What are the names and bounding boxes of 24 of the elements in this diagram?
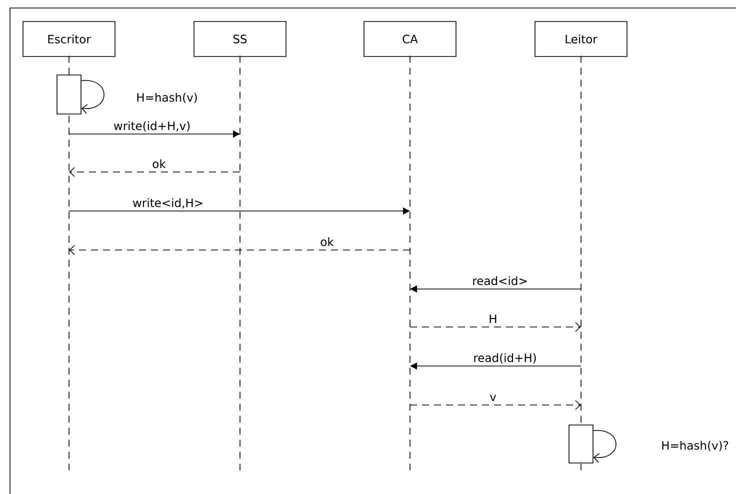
- participant-box: SS: [194, 21, 286, 57]
- activation-box: [568, 424, 594, 464]
- edge-label: H=hash(v)?: [660, 440, 730, 452]
- participant-box: CA: [364, 21, 456, 57]
- edge-label: H: [488, 314, 498, 324]
- lifeline: [580, 55, 582, 471]
- participant-box: Leitor: [534, 21, 628, 57]
- message-arrow: [410, 322, 581, 332]
- edge-label: ok: [151, 158, 167, 170]
- edge-label: read<id>: [471, 275, 529, 286]
- activation-box: [56, 74, 82, 114]
- edge-label: ok: [319, 236, 335, 248]
- message-arrow: [69, 245, 410, 255]
- participant-box: Escritor: [22, 21, 116, 57]
- edge-label: write<id,H>: [132, 197, 204, 210]
- message-arrow: [69, 167, 240, 177]
- lifeline: [68, 55, 70, 471]
- edge-label: read(id+H): [472, 352, 538, 364]
- message-arrow: [410, 400, 581, 410]
- self-loop-arrow: [593, 430, 616, 463]
- edge-label: H=hash(v): [135, 92, 199, 104]
- edge-label: v: [488, 394, 498, 402]
- self-loop-arrow: [81, 80, 104, 114]
- edge-label: write(id+H,v): [112, 120, 192, 132]
